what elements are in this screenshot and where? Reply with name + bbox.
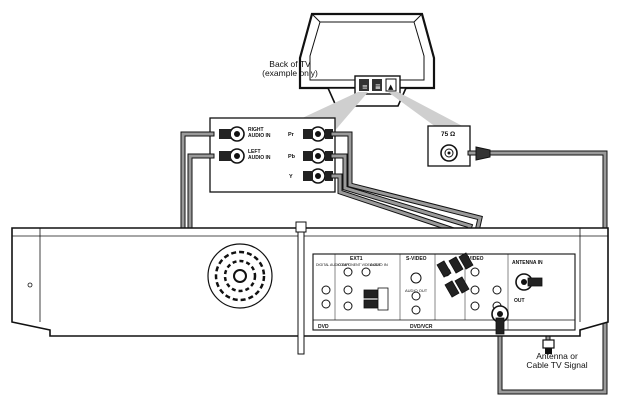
svg-text:▲: ▲ xyxy=(388,83,394,91)
video-label: VIDEO xyxy=(468,256,484,262)
y-jack xyxy=(310,168,326,184)
dvd-vcr-label: DVD/VCR xyxy=(410,324,433,330)
dvd-vcr-recorder: EXT1 S-VIDEO VIDEO ANTENNA IN OUT DVD DV… xyxy=(11,221,609,355)
antenna-caption: Antenna or Cable TV Signal xyxy=(522,352,592,370)
svg-text:≣: ≣ xyxy=(375,83,381,91)
tv-caption-line1: Back of TV xyxy=(269,59,311,69)
rf-jack xyxy=(440,144,458,162)
fan-grille xyxy=(207,243,273,309)
svideo-label: S-VIDEO xyxy=(406,256,427,262)
audio-out-label: AUDIO OUT xyxy=(405,288,428,293)
ext1-label: EXT1 xyxy=(350,256,363,262)
left-audio-in-jack xyxy=(229,148,245,164)
dvd-label: DVD xyxy=(318,324,329,330)
svg-text:≡: ≡ xyxy=(362,83,368,91)
audio-in-label: AUDIO IN xyxy=(370,262,388,267)
antenna-caption-line2: Cable TV Signal xyxy=(526,359,588,370)
zoom-beam-right xyxy=(388,92,470,130)
y-label: Y xyxy=(289,174,293,180)
right-audio-in-jack xyxy=(229,126,245,142)
component-video-label: COMPONENT VIDEO OUT xyxy=(338,263,382,267)
pr-label: Pr xyxy=(288,132,295,138)
digital-audio-label: DIGITAL AUDIO OUT xyxy=(316,263,350,267)
pb-label: Pb xyxy=(288,154,296,160)
out-label: OUT xyxy=(514,298,525,304)
tv-back: ≡ ≣ ▲ xyxy=(298,12,436,107)
pb-jack xyxy=(310,148,326,164)
rf-impedance-label: 75 Ω xyxy=(441,131,455,138)
tv-caption-line2: (example only) xyxy=(262,67,318,78)
antenna-cable-plug xyxy=(542,339,555,354)
rf-input-panel: 75 Ω xyxy=(427,125,471,167)
pr-jack xyxy=(310,126,326,142)
antenna-in-label: ANTENNA IN xyxy=(512,260,543,266)
antenna-caption-line1: Antenna or xyxy=(536,351,578,361)
tv-caption: Back of TV (example only) xyxy=(255,60,325,78)
